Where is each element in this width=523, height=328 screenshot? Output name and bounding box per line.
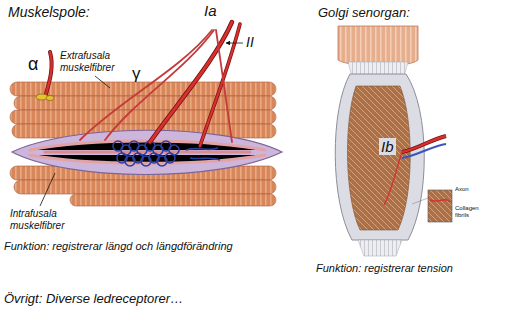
section-heading: Muskelspole: xyxy=(8,4,90,20)
part-label: Intrafusala muskelfibrer xyxy=(10,208,76,231)
part-label: Extrafusala muskelfibrer xyxy=(60,50,126,73)
note: Övrigt: Diverse ledreceptorer… xyxy=(4,292,183,307)
section-heading: Golgi senorgan: xyxy=(318,6,410,21)
golgi-tendon-organ xyxy=(335,26,452,256)
function-note: Funktion: registrerar längd och längdför… xyxy=(4,240,233,253)
nerve-label: Ia xyxy=(204,2,217,19)
nerve-label: γ xyxy=(132,64,141,84)
function-note: Funktion: registrerar tension xyxy=(316,262,453,275)
nerve-label: α xyxy=(28,54,38,75)
inset-label: Axon xyxy=(455,186,469,193)
motor-endplate xyxy=(36,94,54,101)
intrafusal-fibers xyxy=(30,141,265,163)
spindle-capsule xyxy=(12,130,282,174)
nerve-label: II xyxy=(246,34,254,50)
leader-lines xyxy=(40,43,243,206)
nerve-fibers xyxy=(46,22,240,146)
sensory-ending xyxy=(113,141,220,166)
inset-label: Collagen fibrils xyxy=(455,205,489,219)
nerve-label: Ib xyxy=(379,138,396,155)
